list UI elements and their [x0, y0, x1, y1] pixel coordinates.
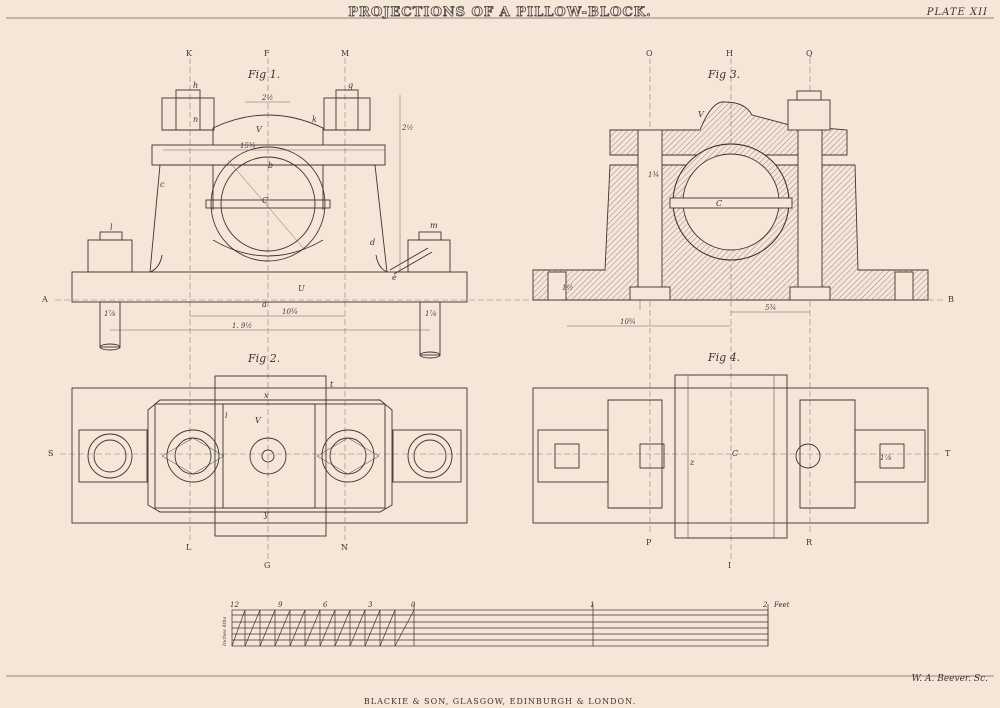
letter-a: A: [41, 295, 48, 304]
part-i: i: [225, 411, 228, 420]
part-v-fig2: V: [255, 416, 262, 425]
dim-7: 2½: [401, 124, 413, 132]
plate-title: PROJECTIONS OF A PILLOW-BLOCK.: [348, 5, 652, 21]
scale-labels: 12 9 6 3 0 1 2 Feet Inches 4ths: [222, 601, 790, 647]
part-c: c: [160, 180, 165, 189]
letter-k: K: [186, 49, 193, 58]
part-n: n: [193, 115, 198, 124]
scale-label-0: 0: [411, 601, 416, 609]
scale-label-12: 12: [230, 601, 239, 609]
part-z: z: [689, 458, 695, 467]
part-c-fig3: C: [716, 199, 722, 208]
part-y: y: [263, 510, 269, 519]
letter-l: L: [186, 543, 192, 552]
dim-8: 1¾: [648, 171, 659, 179]
part-d: d: [370, 238, 375, 247]
letter-p: P: [646, 538, 652, 547]
dim-10: 5¾: [765, 304, 776, 312]
part-e: e: [392, 273, 397, 282]
part-x: x: [264, 391, 269, 400]
scale-side-label: Inches 4ths: [222, 616, 228, 647]
scale-of-feet: [231, 604, 769, 647]
part-k: k: [312, 115, 317, 124]
letter-h: H: [726, 49, 733, 58]
plate-number: PLATE XII: [926, 7, 988, 18]
dim-12: 1⅞: [880, 454, 891, 462]
letter-g: G: [264, 561, 270, 570]
fig3-section: [532, 90, 929, 301]
letter-s: S: [48, 449, 53, 458]
scale-label-1: 1: [590, 601, 594, 609]
fig1-label: Fig 1.: [247, 68, 280, 81]
part-v-fig3: V: [698, 110, 705, 119]
part-c-fig1: C: [262, 196, 268, 205]
fig3-label: Fig 3.: [707, 68, 740, 81]
dim-6: 1⅞: [425, 310, 436, 318]
letter-t: T: [945, 449, 951, 458]
dimension-labels: 2½ 15¾ 10¾ 1. 9½ 1⅞ 1⅞ 2½ 1¾ 10¾ 5¾ 1½ 1…: [104, 94, 891, 462]
dim-2: 15¾: [240, 142, 256, 150]
letter-b: B: [948, 295, 954, 304]
engraver-credit: W. A. Beever. Sc.: [911, 674, 988, 684]
part-h: h: [193, 81, 198, 90]
border-lines: [6, 17, 994, 677]
letter-i: I: [728, 561, 731, 570]
scale-label-3: 3: [368, 601, 373, 609]
dim-9: 10¾: [620, 318, 636, 326]
dim-3: 10¾: [282, 308, 298, 316]
part-letters: V U C V V C C h g l m n k e d b a c i x …: [110, 81, 738, 519]
letter-r: R: [806, 538, 813, 547]
fig3-dimension-lines: [567, 300, 810, 327]
fig2-plan: [71, 375, 468, 537]
fig1-front-elevation: [71, 89, 468, 359]
part-u: U: [298, 284, 305, 293]
part-m: m: [430, 221, 438, 230]
letter-f: F: [264, 49, 270, 58]
letter-n: N: [341, 543, 348, 552]
dim-4: 1. 9½: [232, 322, 252, 330]
letter-m: M: [341, 49, 349, 58]
part-g: g: [348, 81, 353, 90]
fig1-dimension-lines: [110, 95, 430, 331]
scale-label-2: 2: [762, 601, 768, 609]
scale-label-6: 6: [323, 601, 328, 609]
dim-1: 2½: [261, 94, 273, 102]
letter-o: O: [646, 49, 653, 58]
dim-5: 1⅞: [104, 310, 115, 318]
dim-11: 1½: [562, 284, 573, 292]
scale-unit: Feet: [773, 601, 790, 609]
part-b: b: [268, 161, 273, 170]
part-l: l: [110, 223, 113, 232]
fig4-plan: [532, 374, 929, 539]
part-c-fig4: C: [732, 449, 738, 458]
publisher-line: BLACKIE & SON, GLASGOW, EDINBURGH & LOND…: [363, 697, 637, 706]
projection-letters: K F M O H Q A B S T L G N P I R: [41, 49, 954, 570]
part-t: t: [330, 380, 334, 389]
fig4-label: Fig 4.: [707, 351, 740, 364]
scale-label-9: 9: [278, 601, 283, 609]
part-a: a: [262, 300, 267, 309]
letter-q: Q: [806, 49, 813, 58]
fig2-label: Fig 2.: [247, 352, 280, 365]
part-v-fig1: V: [256, 125, 263, 134]
